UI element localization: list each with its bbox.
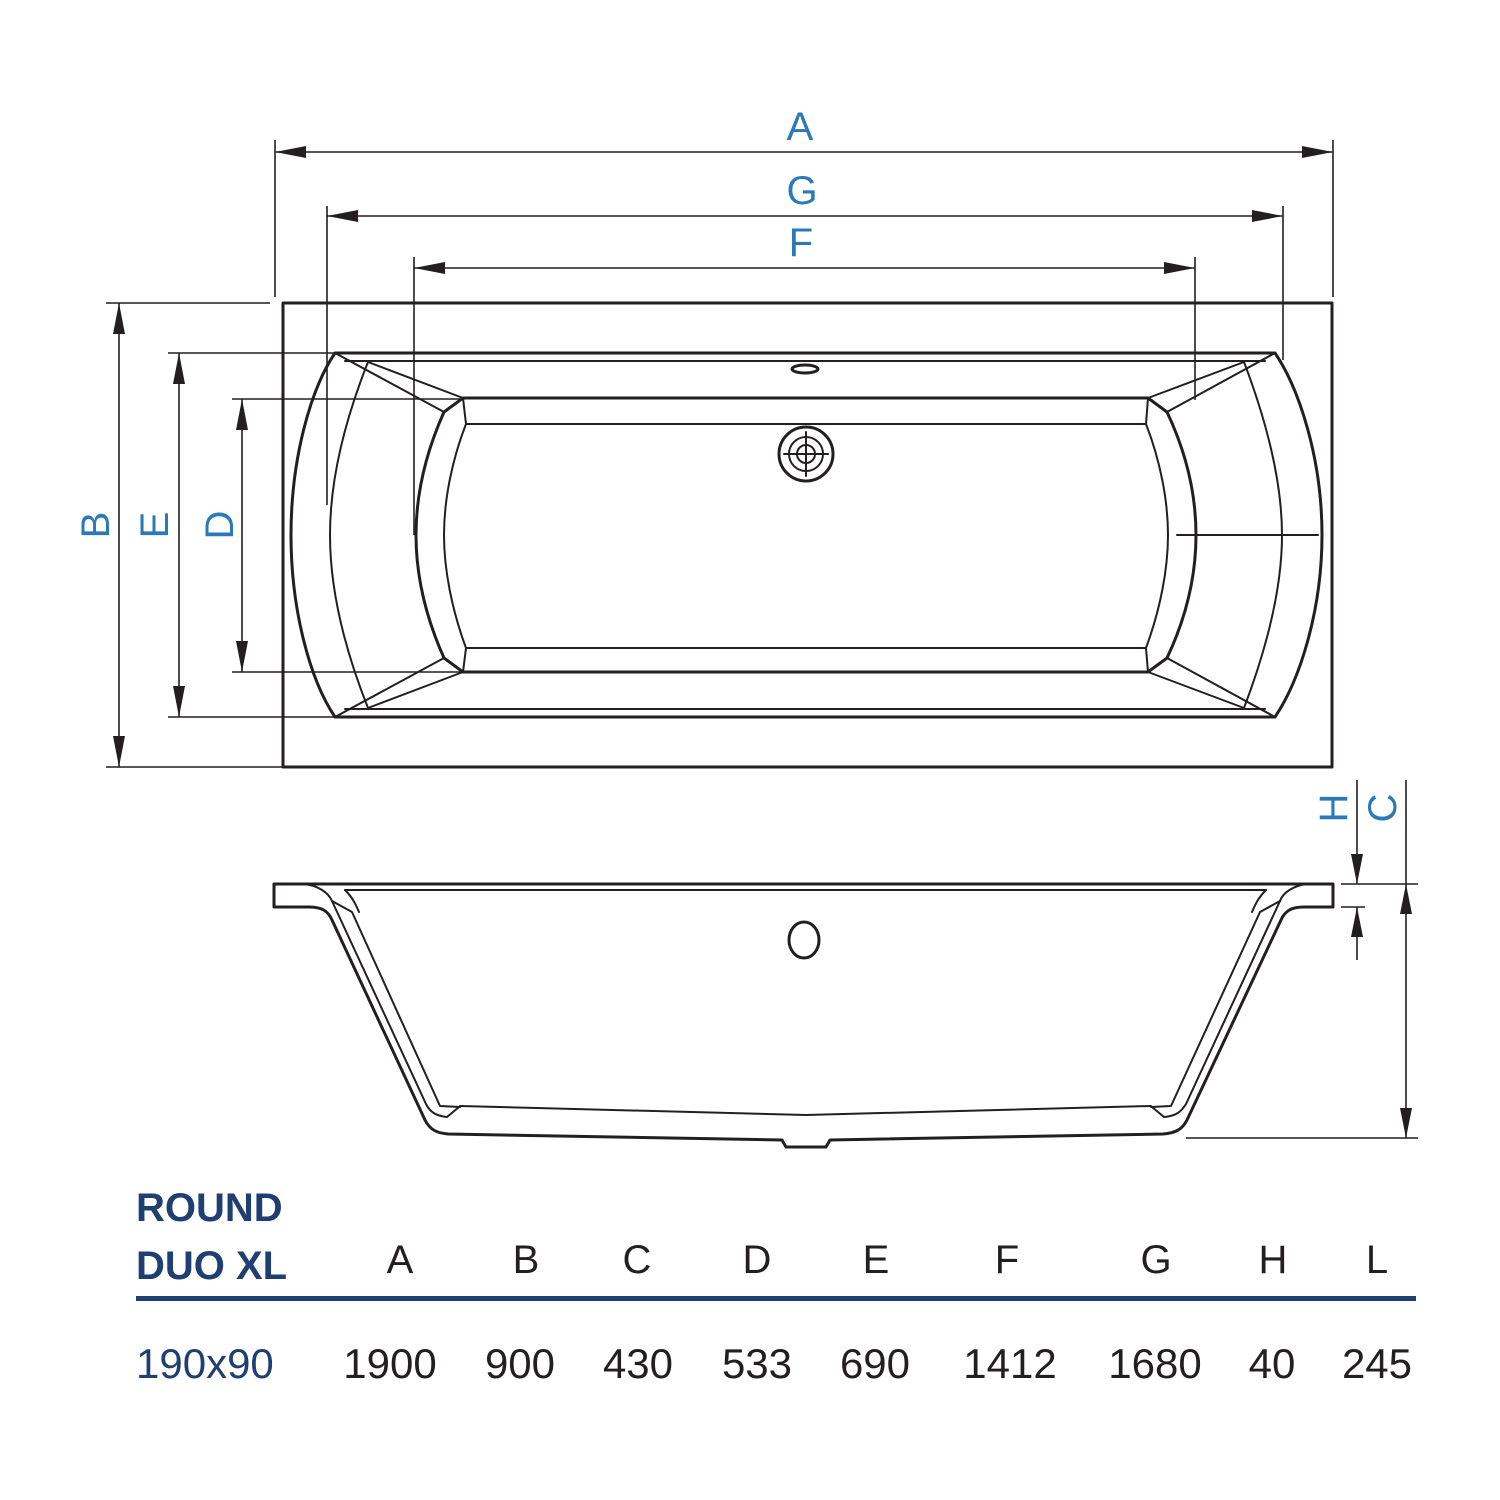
value-b: 900 <box>484 1340 556 1387</box>
value-l: 245 <box>1341 1340 1413 1387</box>
label-e: E <box>133 512 177 539</box>
label-g: G <box>786 169 817 213</box>
value-d: 533 <box>721 1340 793 1387</box>
basin-floor-side <box>459 1105 1152 1116</box>
table-title-line1: ROUND <box>136 1186 283 1230</box>
label-f: F <box>789 221 813 265</box>
header-c: C <box>622 1238 652 1282</box>
label-b: B <box>74 512 118 539</box>
model-size: 190x90 <box>136 1340 274 1387</box>
overflow-icon <box>790 363 820 375</box>
header-f: F <box>994 1238 1020 1282</box>
header-b: B <box>512 1238 540 1282</box>
header-d: D <box>742 1238 772 1282</box>
header-a: A <box>386 1238 414 1282</box>
left-end-curve <box>329 361 369 709</box>
overflow-hole-icon <box>787 920 821 960</box>
tub-outer-rim <box>281 301 1334 769</box>
value-e: 690 <box>839 1340 911 1387</box>
rim-inner-line <box>344 360 1266 710</box>
header-e: E <box>862 1238 890 1282</box>
corner-diagonals <box>334 352 1276 718</box>
label-a: A <box>787 105 814 149</box>
drain-icon <box>777 425 835 483</box>
label-c: C <box>1361 794 1405 823</box>
value-h: 40 <box>1248 1340 1296 1387</box>
value-g: 1680 <box>1108 1340 1202 1387</box>
right-inner-wall <box>1150 883 1307 1108</box>
header-g: G <box>1140 1238 1172 1282</box>
value-f: 1412 <box>963 1340 1057 1387</box>
table-title-line2: DUO XL <box>136 1244 288 1288</box>
top-view <box>281 301 1334 769</box>
value-c: 430 <box>602 1340 674 1387</box>
header-l: L <box>1365 1238 1389 1282</box>
left-inner-wall <box>304 883 461 1108</box>
value-a: 1900 <box>343 1340 437 1387</box>
side-view <box>272 882 1335 1149</box>
basin-step-lines <box>462 397 1149 673</box>
label-h: H <box>1312 794 1356 823</box>
header-h: H <box>1258 1238 1288 1282</box>
label-d: D <box>198 511 242 540</box>
dimension-lines-side <box>1186 780 1418 1139</box>
dimension-lines-top <box>106 140 1334 768</box>
tub-side-profile <box>272 882 1335 1149</box>
table-divider <box>136 1296 1416 1301</box>
